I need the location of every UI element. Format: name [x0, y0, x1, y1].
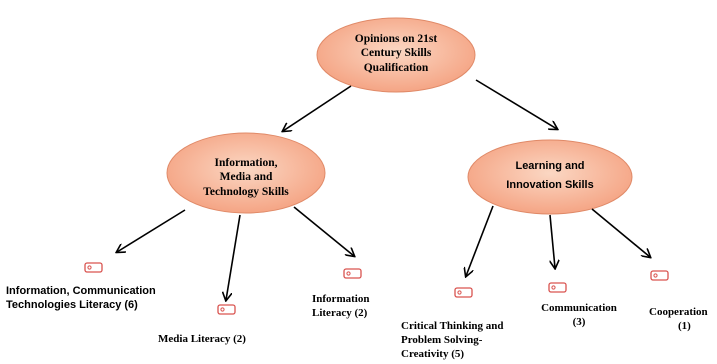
arrow-right-to-cooperation — [591, 208, 650, 257]
branch-left-line-3: Technology Skills — [203, 185, 289, 198]
root-line-2: Century Skills — [360, 47, 432, 60]
leaf-critical-thinking: Critical Thinking and Problem Solving- C… — [401, 320, 504, 361]
branch-node-right — [467, 139, 633, 215]
leaf-critical-line-3: Creativity (5) — [401, 347, 465, 360]
branch-left-label: Information, Media and Technology Skills — [181, 156, 311, 199]
tag-icon — [343, 268, 362, 279]
branch-right-line-2: Innovation Skills — [506, 178, 594, 191]
branch-left-line-1: Information, — [214, 157, 278, 169]
tag-icon — [84, 262, 103, 273]
leaf-information-line-2: Literacy (2) — [312, 306, 368, 319]
leaf-cooperation-line-1: Cooperation — [649, 306, 708, 318]
leaf-information-line-1: Information — [312, 293, 370, 305]
leaf-critical-line-2: Problem Solving- — [401, 333, 483, 346]
arrow-root-to-right — [475, 79, 557, 129]
tag-icon — [548, 282, 567, 293]
leaf-ict-line-2: Technologies Literacy (6) — [6, 298, 138, 311]
branch-right-label: Learning and Innovation Skills — [490, 160, 610, 193]
arrow-right-to-communication — [549, 214, 555, 268]
leaf-information-literacy: Information Literacy (2) — [312, 293, 369, 321]
leaf-cooperation-line-2: (1) — [678, 319, 691, 332]
arrow-left-to-information — [293, 206, 354, 256]
arrow-left-to-media — [226, 214, 241, 300]
branch-left-line-2: Media and — [219, 171, 273, 184]
leaf-media-literacy: Media Literacy (2) — [158, 333, 246, 347]
leaf-ict-line-1: Information, Communication — [6, 285, 156, 297]
arrow-left-to-ict — [117, 209, 186, 252]
root-node-label: Opinions on 21st Century Skills Qualific… — [336, 32, 456, 75]
tag-icon — [650, 270, 669, 281]
leaf-cooperation: Cooperation (1) — [649, 306, 717, 334]
branch-right-line-1: Learning and — [515, 160, 585, 172]
arrow-root-to-left — [283, 85, 352, 131]
leaf-communication-line-1: Communication — [541, 302, 617, 314]
branch-node-left — [166, 132, 326, 214]
arrow-right-to-critical — [466, 205, 494, 276]
leaf-communication-line-2: (3) — [572, 315, 586, 328]
root-node — [316, 17, 476, 93]
root-line-1: Opinions on 21st — [354, 33, 438, 45]
tag-icon — [454, 287, 473, 298]
tag-icon — [217, 304, 236, 315]
leaf-ict-literacy: Information, Communication Technologies … — [6, 285, 156, 313]
leaf-critical-line-1: Critical Thinking and — [401, 320, 504, 332]
leaf-communication: Communication (3) — [531, 302, 627, 330]
root-line-3: Qualification — [363, 61, 429, 74]
leaf-media-line-1: Media Literacy (2) — [158, 333, 246, 345]
